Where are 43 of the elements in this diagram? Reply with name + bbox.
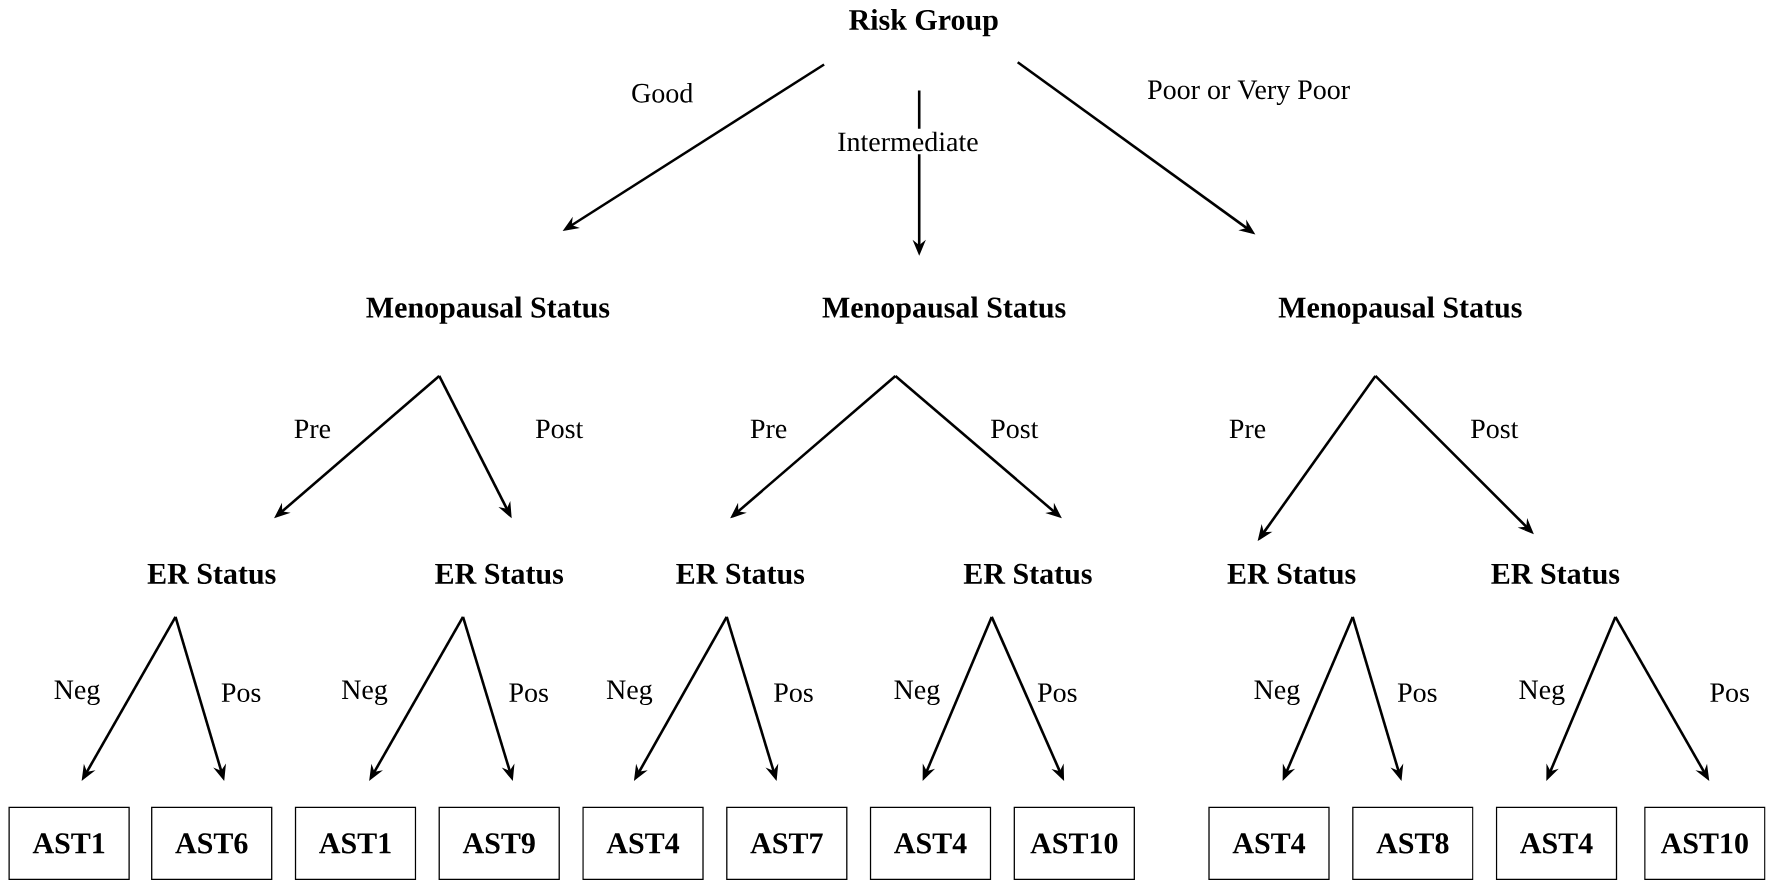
- node-label: ER Status: [1491, 563, 1620, 584]
- result-box: AST4: [869, 806, 992, 880]
- edge-label: Neg: [1250, 677, 1304, 708]
- result-box: AST10: [1644, 806, 1766, 880]
- edge-label: Post: [987, 416, 1042, 442]
- edge-label: Neg: [603, 677, 656, 708]
- edge-label: Pos: [1394, 680, 1441, 706]
- edge-label: Pos: [770, 680, 817, 706]
- edge-label: Neg: [1515, 677, 1569, 708]
- node-label: Menopausal Status: [822, 296, 1066, 324]
- node-label: Menopausal Status: [1278, 296, 1522, 324]
- edge-label: Pos: [217, 680, 265, 706]
- edge-label: Post: [532, 416, 587, 442]
- result-box: AST6: [151, 806, 273, 880]
- edge-label: Neg: [338, 677, 391, 708]
- result-box: AST1: [8, 806, 130, 880]
- node-label: ER Status: [147, 563, 276, 584]
- node-label: Risk Group: [849, 9, 998, 37]
- result-box: AST4: [582, 806, 704, 880]
- node-label: ER Status: [435, 563, 564, 584]
- result-box: AST10: [1013, 806, 1135, 880]
- edge-label: Post: [1467, 416, 1522, 442]
- edge-label: Pos: [505, 680, 552, 706]
- edge-label: Pos: [1706, 680, 1753, 706]
- result-box: AST4: [1495, 806, 1618, 880]
- edge-label: Poor or Very Poor: [1144, 77, 1354, 108]
- edge-label: Neg: [890, 677, 944, 708]
- edge-label: Pos: [1034, 680, 1081, 706]
- node-label: ER Status: [1227, 563, 1356, 584]
- result-box: AST9: [438, 806, 560, 880]
- node-label: ER Status: [963, 563, 1092, 584]
- edge-label: Pre: [1225, 416, 1270, 442]
- node-label: Menopausal Status: [366, 296, 610, 324]
- result-box: AST1: [294, 806, 417, 880]
- result-box: AST4: [1208, 806, 1330, 880]
- result-box: AST7: [726, 806, 848, 880]
- edge-label: Good: [628, 79, 697, 106]
- edge-label: Pre: [746, 416, 791, 442]
- edge-label: Intermediate: [834, 128, 982, 155]
- node-label: ER Status: [676, 563, 805, 584]
- edge-label: Neg: [50, 677, 104, 708]
- edge-label: Pre: [290, 416, 335, 442]
- result-box: AST8: [1352, 806, 1474, 880]
